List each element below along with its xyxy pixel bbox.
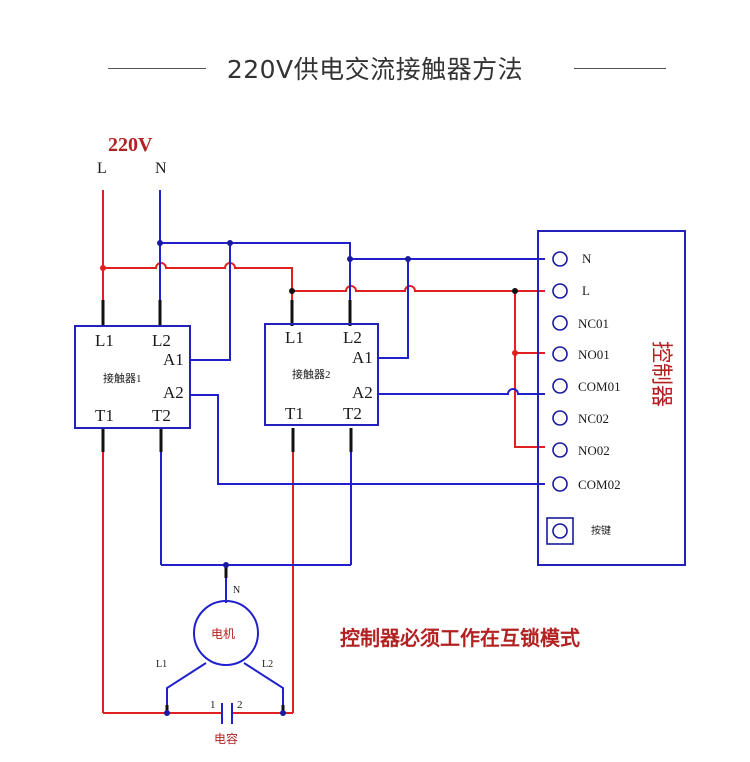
button-circle — [552, 523, 568, 539]
terminal-n — [552, 251, 568, 267]
button-box — [546, 517, 574, 545]
terminal-nc02-label: NC02 — [578, 411, 609, 426]
motor-l1-label: L1 — [156, 659, 167, 670]
c2-t2-label: T2 — [343, 404, 362, 423]
c2-a1-coil-wire — [378, 259, 409, 359]
c2-a1-label: A1 — [352, 348, 373, 367]
motor-label: 电机 — [211, 627, 235, 641]
controller-label: 控制器 — [649, 341, 674, 407]
terminal-com01 — [552, 378, 568, 394]
junction-dots — [100, 240, 518, 716]
c1-a2-label: A2 — [163, 383, 184, 402]
motor-l1-lead — [166, 662, 207, 713]
title-area: 220V供电交流接触器方法 — [0, 48, 750, 88]
contactor1-label: 接触器1 — [103, 371, 142, 385]
live-to-controller-L — [292, 285, 545, 292]
c1-l2-label: L2 — [152, 331, 171, 350]
neutral-bus-to-contactor2 — [160, 242, 351, 326]
c1-a1-label: A1 — [163, 350, 184, 369]
terminal-no02-label: NO02 — [578, 443, 610, 458]
terminal-no01 — [552, 346, 568, 362]
c1-t1-label: T1 — [95, 406, 114, 425]
terminal-com01-label: COM01 — [578, 379, 621, 394]
capacitor-label: 电容 — [214, 731, 238, 746]
contactor2-box — [264, 323, 379, 426]
dark-wire-segments — [101, 300, 353, 715]
terminal-com02-label: COM02 — [578, 477, 621, 492]
motor-n-label: N — [233, 585, 240, 596]
terminal-l — [552, 283, 568, 299]
page-title: 220V供电交流接触器方法 — [226, 55, 524, 84]
motor-symbol — [193, 600, 259, 666]
c1-a2-to-com02 — [190, 394, 545, 485]
c1-l1-label: L1 — [95, 331, 114, 350]
title-rule-right — [574, 68, 666, 69]
c1-t2-label: T2 — [152, 406, 171, 425]
terminal-n-label: N — [582, 251, 592, 266]
motor-l2-lead — [243, 662, 284, 713]
terminal-no01-label: NO01 — [578, 347, 610, 362]
interlock-note: 控制器必须工作在互锁模式 — [340, 626, 580, 650]
live-bus-to-contactor2 — [103, 262, 293, 326]
terminal-com02 — [552, 476, 568, 492]
c2-a2-label: A2 — [352, 383, 373, 402]
live-jumper-no-terminals — [514, 291, 545, 354]
c2-a2-to-com01 — [378, 388, 545, 395]
terminal-nc01-label: NC01 — [578, 316, 609, 331]
contactor1-box — [74, 325, 191, 429]
motor-l2-label: L2 — [262, 659, 273, 670]
c2-l1-label: L1 — [285, 328, 304, 347]
title-rule-left — [108, 68, 206, 69]
terminal-nc01 — [552, 315, 568, 331]
c1-a1-coil-wire — [190, 243, 231, 361]
live-jumper-no02 — [514, 353, 545, 448]
c2-t1-label: T1 — [285, 404, 304, 423]
terminal-nc02 — [552, 410, 568, 426]
c2-l2-label: L2 — [343, 328, 362, 347]
terminal-l-label: L — [582, 283, 590, 298]
controller-box — [537, 230, 686, 566]
capacitor-symbol — [221, 703, 233, 724]
button-label: 按键 — [591, 524, 611, 537]
terminal-no02 — [552, 442, 568, 458]
controller-terminals — [546, 251, 574, 545]
supply-l-label: L — [97, 160, 107, 177]
contactor2-label: 接触器2 — [292, 367, 331, 381]
capacitor-pin2-label: 2 — [237, 699, 243, 711]
supply-voltage-label: 220V — [108, 134, 153, 156]
supply-n-label: N — [155, 160, 167, 177]
capacitor-pin1-label: 1 — [210, 699, 216, 711]
